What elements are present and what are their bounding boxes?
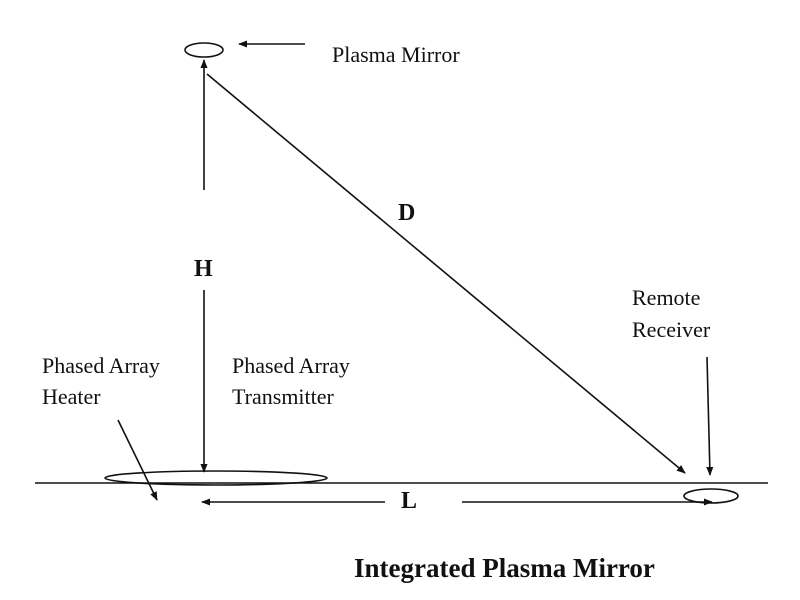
heater-label-line1: Phased Array (42, 353, 160, 378)
plasma-mirror-label: Plasma Mirror (332, 42, 460, 67)
remote-receiver-ellipse (683, 488, 739, 504)
phased-array-ellipse (104, 470, 328, 486)
heater-label-line2: Heater (42, 384, 101, 409)
remote-receiver-label-line1: Remote (632, 285, 700, 310)
distance-l-label: L (401, 488, 417, 514)
plasma-mirror-ellipse (184, 42, 224, 58)
transmitter-label-line1: Phased Array (232, 353, 350, 378)
diagram-title: Integrated Plasma Mirror (354, 553, 655, 583)
distance-d-line (206, 73, 686, 474)
distance-d-label: D (398, 200, 415, 226)
remote-receiver-label-line2: Receiver (632, 317, 711, 342)
transmitter-label-line2: Transmitter (232, 384, 335, 409)
height-h-label: H (194, 256, 213, 282)
receiver-pointer-arrow (706, 356, 714, 476)
heater-pointer-arrow (117, 419, 158, 501)
